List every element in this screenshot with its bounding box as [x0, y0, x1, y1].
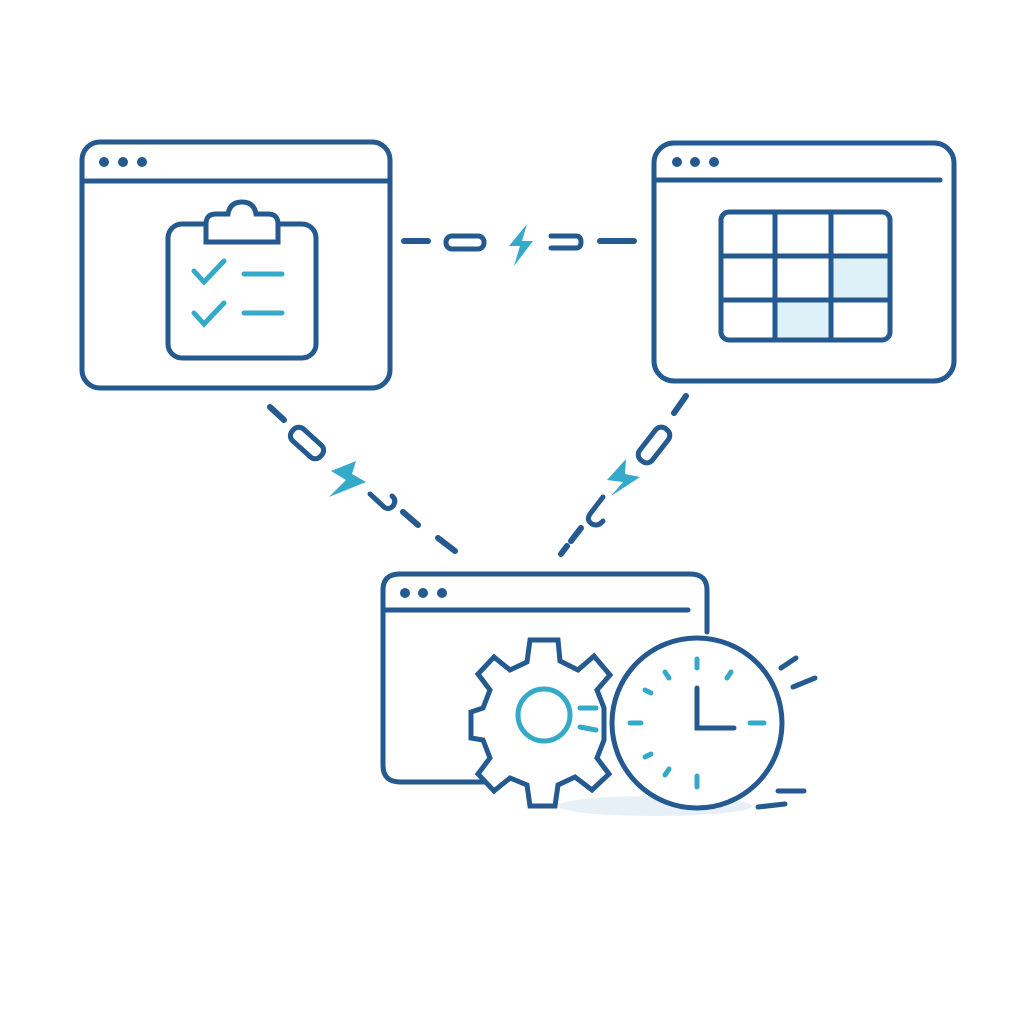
clock-hands — [694, 685, 737, 731]
check-mark-icon — [191, 300, 227, 328]
window-controls — [672, 157, 719, 167]
lightning-bolt-icon — [509, 224, 533, 266]
connector-checklist-automation — [267, 404, 458, 554]
connector-table-automation — [558, 393, 689, 557]
lightning-bolt-icon — [607, 459, 640, 496]
lightning-bolt-icon — [329, 461, 366, 497]
highlighted-cell — [776, 302, 830, 338]
chain-link-icon — [635, 424, 673, 466]
connector-checklist-table — [401, 224, 637, 266]
automation-window — [380, 571, 818, 816]
check-mark-icon — [191, 258, 227, 286]
chain-link-icon — [287, 424, 327, 462]
gear-icon — [468, 637, 614, 809]
chain-link-icon — [443, 233, 487, 252]
clipboard-checklist-icon — [165, 199, 319, 361]
highlighted-cell — [832, 258, 888, 298]
window-controls — [400, 588, 447, 598]
table-window — [651, 140, 957, 384]
table-grid-icon — [718, 209, 893, 343]
motion-lines — [755, 655, 818, 810]
checklist-window — [79, 139, 393, 391]
clock-icon — [609, 635, 785, 811]
window-controls — [99, 157, 147, 167]
